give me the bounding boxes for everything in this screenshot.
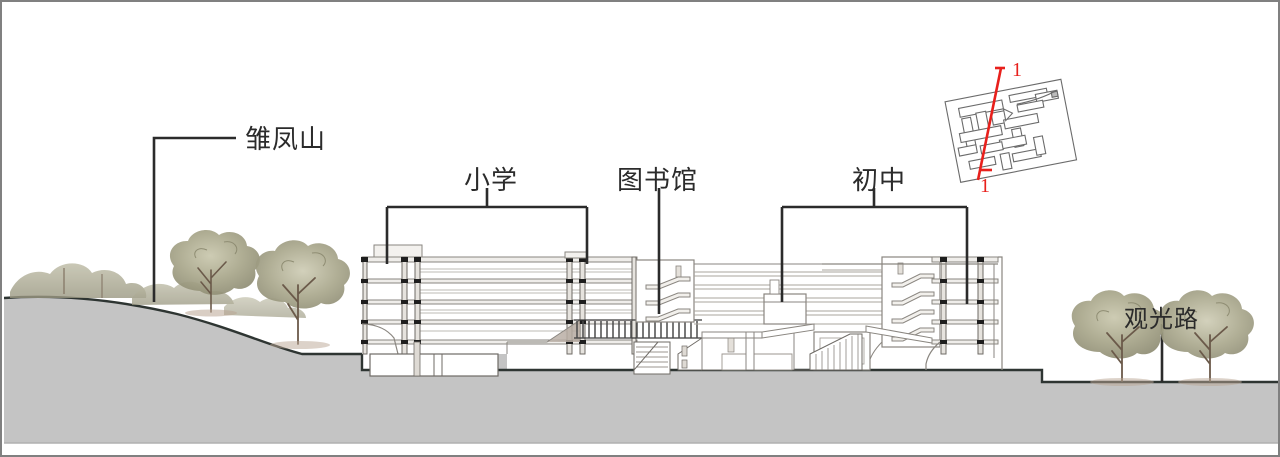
tree-hillside-1 xyxy=(169,230,260,317)
leader-chufeng-shan xyxy=(152,136,236,302)
tree-street-1 xyxy=(1071,290,1166,386)
tree-hillside-2 xyxy=(255,240,350,349)
label-xiaoxue: 小学 xyxy=(464,166,519,196)
label-guanguang-lu: 观光路 xyxy=(1124,305,1199,333)
leader-chuzhong xyxy=(780,188,969,304)
hillside-shrub-row xyxy=(10,263,306,318)
section-marker-bottom: 1 xyxy=(980,175,990,197)
section-marker-top: 1 xyxy=(1012,59,1022,81)
label-chuzhong: 初中 xyxy=(852,166,907,196)
label-chufeng-shan: 雏凤山 xyxy=(245,125,327,155)
label-tushuguan: 图书馆 xyxy=(617,166,699,196)
section-cut-line xyxy=(976,66,1005,181)
block-elementary-school xyxy=(361,244,638,377)
leader-xiaoxue xyxy=(385,188,589,264)
raked-seating xyxy=(809,333,863,371)
lower-level-spaces xyxy=(702,323,933,371)
tree-street-2 xyxy=(1159,290,1254,386)
key-plan-diagram xyxy=(944,66,1078,183)
building-section xyxy=(361,244,1003,377)
block-library xyxy=(635,259,882,371)
escalator-run xyxy=(645,276,691,322)
